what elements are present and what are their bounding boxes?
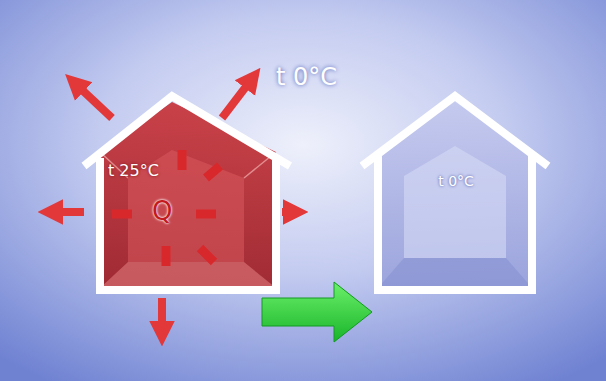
- house-node: t 25°C Q: [55, 100, 262, 330]
- temperature-label: t 25°C: [108, 162, 159, 180]
- heat-arrows: [58, 84, 288, 326]
- heat-symbol: Q: [152, 197, 172, 226]
- house-node: t 0°C: [372, 100, 540, 330]
- warm-house: [84, 96, 290, 290]
- transition-arrow: [262, 282, 372, 342]
- outside-temperature: t 0°C: [276, 64, 337, 90]
- cold-house: [362, 96, 548, 290]
- temperature-label: t 0°C: [372, 174, 540, 189]
